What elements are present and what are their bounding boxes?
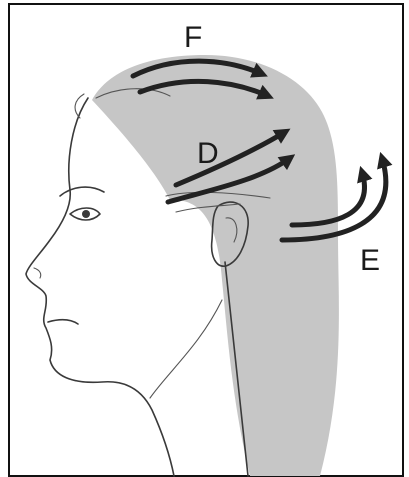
pupil <box>82 210 90 218</box>
hair-shape <box>92 55 339 476</box>
nostril <box>34 268 41 278</box>
label-e: E <box>360 244 380 277</box>
eyebrow <box>60 187 104 196</box>
label-f: F <box>184 21 202 54</box>
lips <box>48 320 78 324</box>
jaw-line <box>150 300 222 398</box>
label-d: D <box>197 137 219 170</box>
